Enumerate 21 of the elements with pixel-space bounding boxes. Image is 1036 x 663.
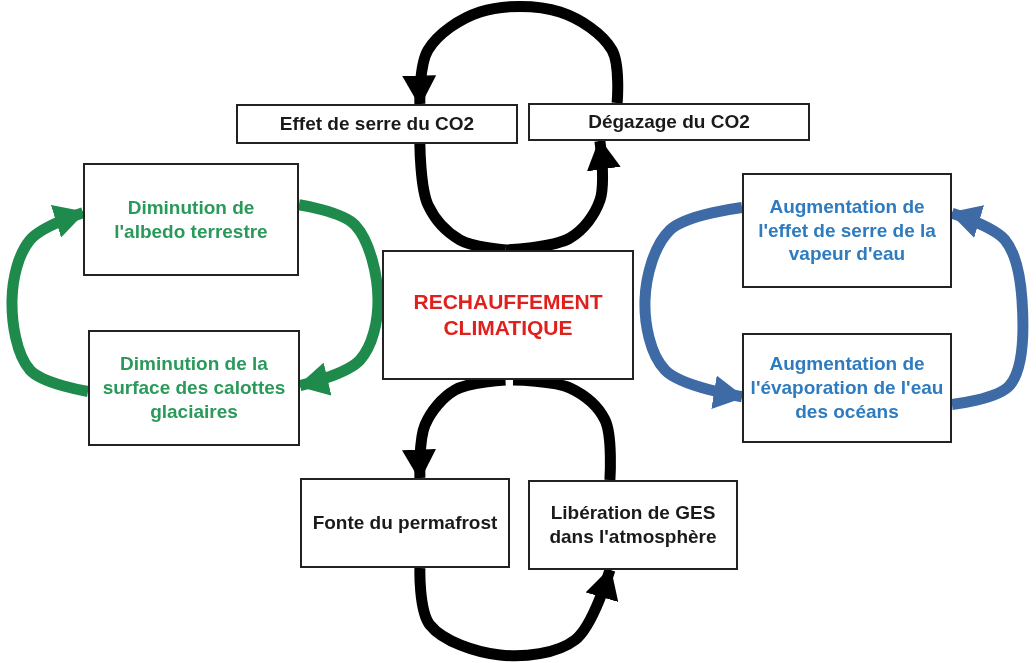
- box-label: Libération de GES dans l'atmosphère: [548, 501, 718, 549]
- curved-arrow: [6, 205, 89, 397]
- box-label: Diminution de l'albedo terrestre: [113, 195, 269, 244]
- process-box: [88, 330, 300, 446]
- process-box: [742, 333, 952, 443]
- box-label: RECHAUFFEMENT CLIMATIQUE: [412, 288, 604, 341]
- curved-arrow: [402, 0, 624, 107]
- process-box: [742, 173, 952, 288]
- box-label: Augmentation de l'effet de serre de la vapeur d'eau: [757, 194, 937, 267]
- box-label: Effet de serre du CO2: [279, 112, 475, 136]
- process-box: [300, 478, 510, 568]
- box-label: Diminution de la surface des calottes glaciaires: [101, 352, 287, 424]
- curved-arrow: [414, 567, 618, 662]
- box-label: Fonte du permafrost: [312, 511, 498, 535]
- process-box: [528, 480, 738, 570]
- box-label: Dégazage du CO2: [588, 110, 750, 134]
- process-box: [236, 104, 518, 144]
- process-box: [382, 250, 634, 380]
- process-box: [83, 163, 299, 276]
- box-label: Augmentation de l'évaporation de l'eau des océans: [750, 352, 944, 424]
- process-box: [528, 103, 810, 141]
